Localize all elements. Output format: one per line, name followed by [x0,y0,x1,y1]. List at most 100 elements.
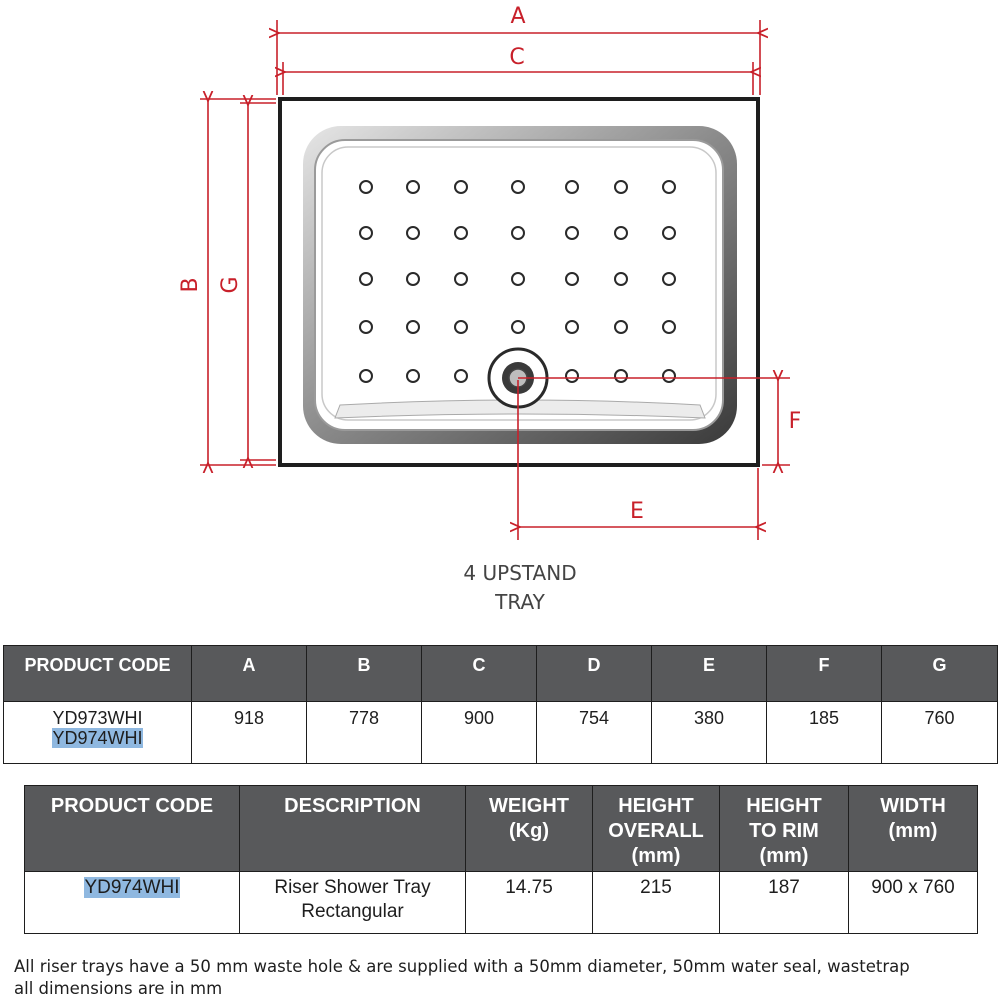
dimension-g [240,103,276,460]
header-height-to-rim: HEIGHT TO RIM (mm) [719,785,849,872]
caption-line-1: 4 UPSTAND [463,561,577,585]
anti-slip-dot [511,272,525,286]
value-b: 778 [306,701,422,764]
value-g: 760 [881,701,998,764]
anti-slip-dot [511,320,525,334]
dimension-e [518,380,758,540]
anti-slip-dot [662,226,676,240]
spec-product-code-highlighted: YD974WHI [84,877,180,898]
anti-slip-dot [406,369,420,383]
caption-line-2: TRAY [495,590,545,614]
header-product-code: PRODUCT CODE [3,645,192,702]
header-weight-line-1: WEIGHT [489,795,569,817]
dimension-e-label: E [630,499,644,524]
table-row: YD974WHI Riser Shower Tray Rectangular 1… [24,871,978,934]
anti-slip-dot [614,272,628,286]
specification-table: PRODUCT CODE DESCRIPTION WEIGHT (Kg) HEI… [24,785,978,934]
value-e: 380 [651,701,767,764]
anti-slip-dot [662,369,676,383]
header-product-code: PRODUCT CODE [24,785,240,872]
anti-slip-dot [662,180,676,194]
diagram-caption: 4 UPSTAND TRAY [380,559,660,617]
shower-tray-diagram: A C B G F E [178,4,802,540]
header-d: D [536,645,652,702]
anti-slip-dot [359,369,373,383]
anti-slip-dot [406,180,420,194]
dimension-f-label: F [789,409,802,434]
anti-slip-dot [614,226,628,240]
anti-slip-dot [614,320,628,334]
anti-slip-dot [662,320,676,334]
header-description: DESCRIPTION [239,785,466,872]
weight-value: 14.75 [465,871,593,934]
header-width-line-1: WIDTH [880,795,946,817]
header-e: E [651,645,767,702]
header-width: WIDTH (mm) [848,785,978,872]
anti-slip-dot [662,272,676,286]
header-height-rim-line-3: (mm) [759,845,809,867]
header-height-overall: HEIGHT OVERALL (mm) [592,785,720,872]
dimensions-header-row: PRODUCT CODE A B C D E F G [3,645,998,702]
header-weight: WEIGHT (Kg) [465,785,593,872]
value-c: 900 [421,701,537,764]
anti-slip-dot [359,226,373,240]
header-g: G [881,645,998,702]
anti-slip-dot [454,369,468,383]
header-f: F [766,645,882,702]
width-value: 900 x 760 [848,871,978,934]
product-code-cell: YD973WHI YD974WHI [3,701,192,764]
table-row: YD973WHI YD974WHI 918 778 900 754 380 18… [3,701,998,764]
anti-slip-dot [359,272,373,286]
dimension-a [277,20,760,95]
anti-slip-dot [565,369,579,383]
anti-slip-dot [565,180,579,194]
height-overall-value: 215 [592,871,720,934]
anti-slip-dot [406,226,420,240]
anti-slip-dot [454,320,468,334]
anti-slip-dot [614,369,628,383]
anti-slip-dot [406,272,420,286]
description-cell: Riser Shower Tray Rectangular [239,871,466,934]
anti-slip-dot [511,226,525,240]
anti-slip-dot [359,320,373,334]
header-height-overall-line-1: HEIGHT [618,795,694,817]
product-code-2-highlighted: YD974WHI [52,728,143,748]
dimension-g-label: G [218,276,243,293]
header-height-rim-line-1: HEIGHT [746,795,822,817]
anti-slip-dot [565,226,579,240]
dimensions-table: PRODUCT CODE A B C D E F G YD973WHI YD97… [3,645,998,764]
note-line-2: all dimensions are in mm [14,979,223,998]
description-line-2: Rectangular [301,901,404,922]
anti-slip-dot [359,180,373,194]
anti-slip-dot [454,180,468,194]
spec-header-row: PRODUCT CODE DESCRIPTION WEIGHT (Kg) HEI… [24,785,978,872]
dimension-c [283,62,753,95]
header-c: C [421,645,537,702]
header-height-overall-line-3: (mm) [631,845,681,867]
anti-slip-dot [511,180,525,194]
anti-slip-dot [454,272,468,286]
tray-basin-inner-edge [321,146,717,421]
header-height-rim-line-2: TO RIM [749,820,819,842]
anti-slip-dot [565,272,579,286]
value-a: 918 [191,701,307,764]
header-weight-line-2: (Kg) [509,820,549,842]
anti-slip-dots [359,180,676,383]
spec-product-code-cell: YD974WHI [24,871,240,934]
anti-slip-dot [565,320,579,334]
description-line-1: Riser Shower Tray [274,877,431,898]
header-height-overall-line-2: OVERALL [608,820,704,842]
dimension-f [518,378,790,465]
anti-slip-dot [614,180,628,194]
height-to-rim-value: 187 [719,871,849,934]
header-a: A [191,645,307,702]
value-f: 185 [766,701,882,764]
dimension-b [200,99,276,465]
header-b: B [306,645,422,702]
product-code-1: YD973WHI [52,708,143,728]
tray-front-ledge [334,399,706,419]
anti-slip-dot [406,320,420,334]
anti-slip-dot [454,226,468,240]
note-line-1: All riser trays have a 50 mm waste hole … [14,957,910,976]
header-width-line-2: (mm) [888,820,938,842]
